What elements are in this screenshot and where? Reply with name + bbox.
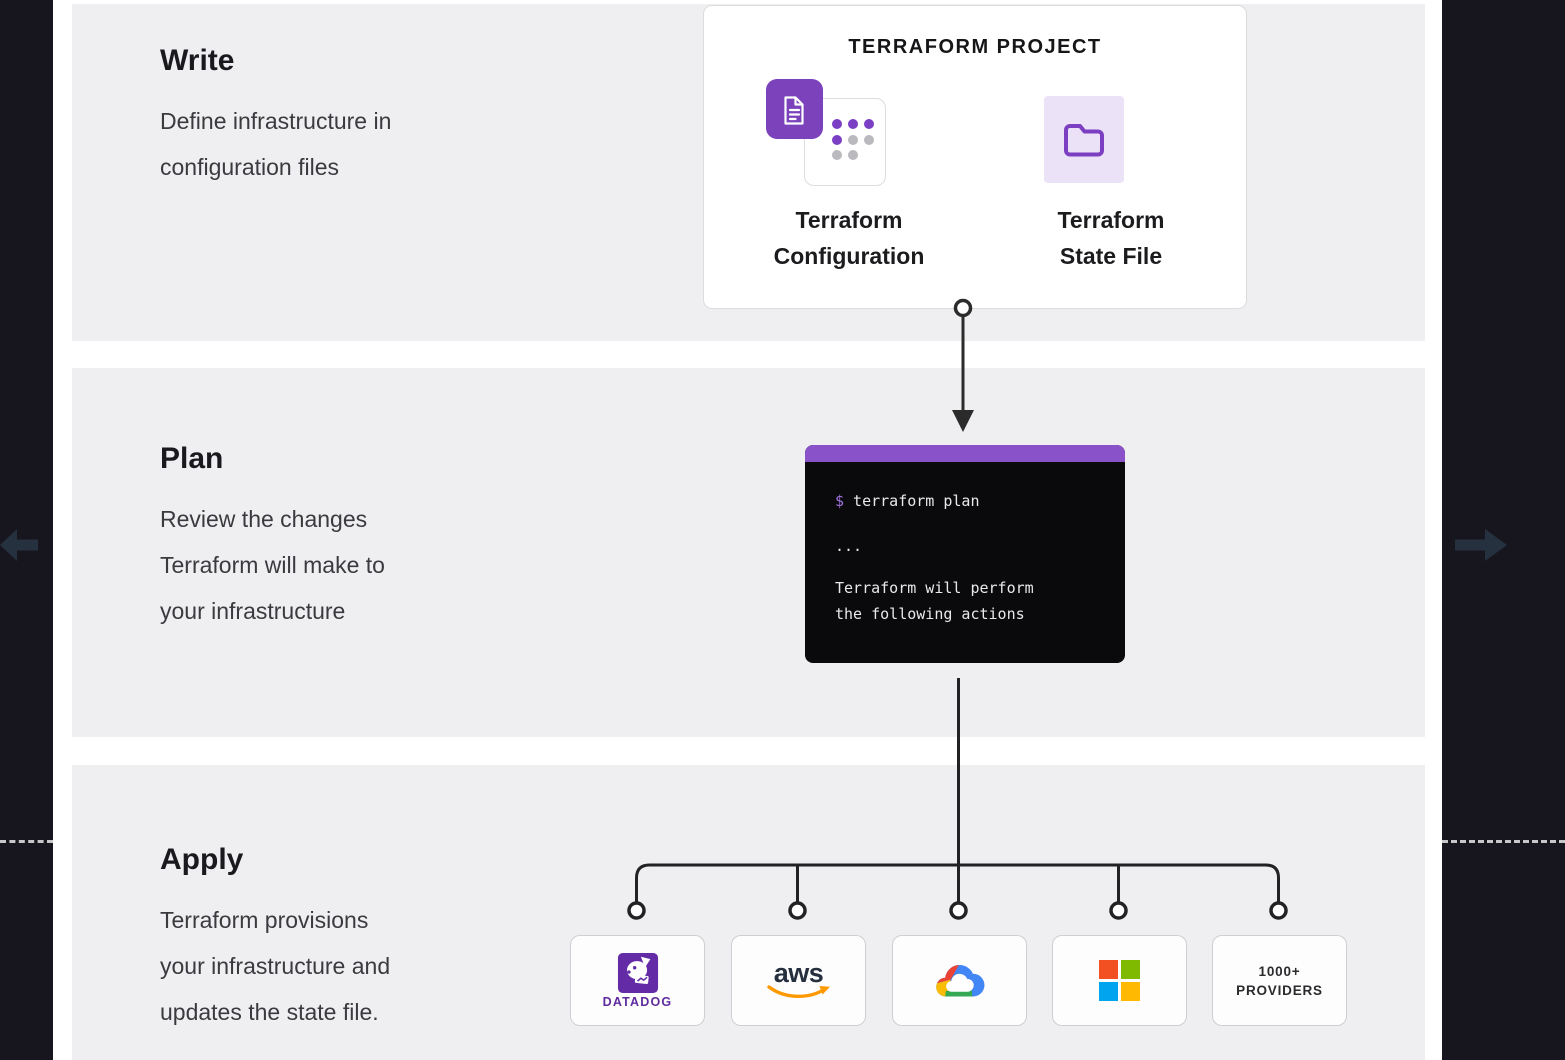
provider-card-google-cloud [892, 935, 1027, 1026]
provider-card-more: 1000+ PROVIDERS [1212, 935, 1347, 1026]
plan-section-band [72, 368, 1425, 737]
left-arrow-icon [0, 529, 38, 561]
aws-smile-icon [766, 984, 830, 998]
terminal-window: $ terraform plan ... Terraform will perf… [805, 445, 1125, 663]
apply-line: updates the state file. [160, 999, 379, 1025]
terminal-output-line: the following actions [835, 605, 1025, 623]
apply-line: your infrastructure and [160, 953, 391, 979]
terraform-configuration-label: Terraform Configuration [773, 207, 925, 269]
provider-card-microsoft [1052, 935, 1187, 1026]
right-arrow-icon [1455, 529, 1507, 561]
dot-grid-icon [832, 119, 874, 160]
microsoft-squares-icon [1099, 960, 1140, 1001]
write-step-text: Write Define infrastructure in configura… [160, 44, 391, 190]
provider-card-aws: aws [731, 935, 866, 1026]
provider-card-datadog: DATADOG [570, 935, 705, 1026]
write-line: configuration files [160, 154, 339, 180]
plan-step-text: Plan Review the changes Terraform will m… [160, 442, 385, 634]
datadog-dog-icon [617, 952, 658, 994]
plan-line: Review the changes [160, 506, 368, 532]
terraform-state-file-tile [1044, 96, 1124, 183]
providers-count: 1000+ [1258, 963, 1301, 979]
terraform-project-title: TERRAFORM PROJECT [848, 36, 1102, 58]
terminal-command: terraform plan [844, 492, 980, 510]
apply-line: Terraform provisions [160, 907, 369, 933]
terraform-state-file-label: Terraform State File [1057, 207, 1165, 269]
apply-step-text: Apply Terraform provisions your infrastr… [160, 843, 390, 1035]
datadog-wordmark: DATADOG [602, 995, 673, 1009]
card-to-terminal-connector [952, 298, 974, 432]
terraform-project-card: TERRAFORM PROJECT Terraform Configu [703, 5, 1247, 309]
plan-title: Plan [160, 442, 224, 475]
terminal-prompt: $ [835, 492, 845, 510]
plan-line: your infrastructure [160, 598, 346, 624]
terminal-command-line: $ terraform plan [835, 492, 980, 510]
terraform-configuration-badge [766, 79, 823, 139]
left-dark-panel [0, 0, 53, 1060]
write-line: Define infrastructure in [160, 108, 392, 134]
right-dashed-line [1442, 840, 1565, 843]
aws-wordmark: aws [773, 957, 824, 988]
providers-count-label: PROVIDERS [1236, 982, 1323, 998]
terminal-titlebar [805, 445, 1125, 462]
terminal-to-providers-connector [627, 678, 1288, 920]
left-dashed-line [0, 840, 53, 843]
plan-line: Terraform will make to [160, 552, 385, 578]
google-cloud-icon [935, 964, 984, 997]
terminal-output-line: Terraform will perform [835, 579, 1034, 597]
apply-title: Apply [160, 843, 244, 876]
write-title: Write [160, 44, 235, 77]
folder-icon [1064, 123, 1104, 156]
document-icon [784, 95, 804, 125]
terminal-ellipsis: ... [835, 537, 863, 555]
next-slide-arrow[interactable] [1455, 527, 1507, 568]
prev-slide-arrow[interactable] [0, 527, 38, 568]
right-dark-panel [1442, 0, 1565, 1060]
